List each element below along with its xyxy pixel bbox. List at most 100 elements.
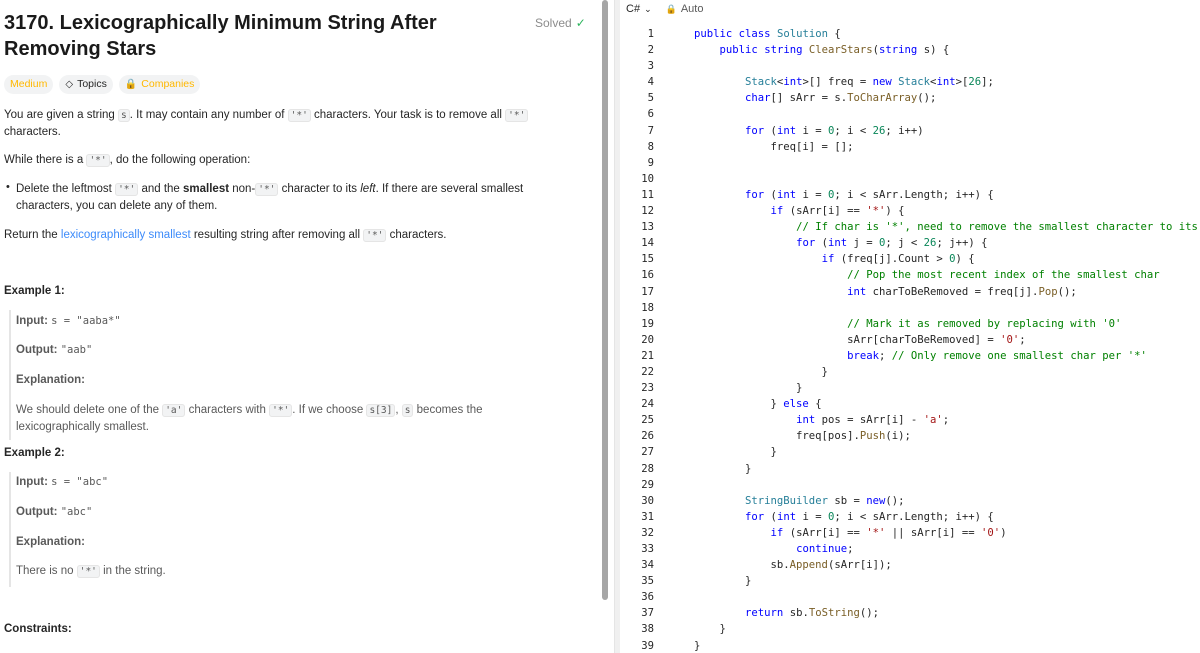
code-line[interactable]: 32 if (sArr[i] == '*' || sArr[i] == '0') (620, 525, 1200, 541)
code-text[interactable]: } (694, 382, 803, 395)
code-line[interactable]: 29 (620, 477, 1200, 493)
code-line[interactable]: 14 for (int j = 0; j < 26; j++) { (620, 235, 1200, 251)
example-1-bar (9, 310, 11, 440)
autocomplete-mode[interactable]: 🔒 Auto (666, 3, 704, 15)
code-line[interactable]: 21 break; // Only remove one smallest ch… (620, 348, 1200, 364)
code-line[interactable]: 30 StringBuilder sb = new(); (620, 493, 1200, 509)
code-text[interactable]: Stack<int>[] freq = new Stack<int>[26]; (745, 76, 994, 89)
code-text[interactable]: sb.Append(sArr[i]); (694, 559, 892, 572)
code-line[interactable]: 6 (620, 106, 1200, 122)
code-line[interactable]: 38 } (620, 621, 1200, 637)
code-line[interactable]: 35 } (620, 573, 1200, 589)
code-text[interactable]: continue; (796, 543, 854, 555)
code-line[interactable]: 13 // If char is '*', need to remove the… (620, 219, 1200, 235)
code-line[interactable]: 18 (620, 300, 1200, 316)
example-1-explanation: We should delete one of the 'a' characte… (16, 404, 483, 433)
code-text[interactable]: } (694, 575, 752, 588)
language-select[interactable]: C# ⌄ (626, 3, 652, 15)
code-line[interactable]: 36 (620, 589, 1200, 605)
code-line[interactable]: 31 for (int i = 0; i < sArr.Length; i++)… (620, 509, 1200, 525)
code-text[interactable]: StringBuilder sb = new(); (745, 494, 905, 507)
line-number: 32 (641, 526, 654, 539)
code-line[interactable]: 27 } (620, 444, 1200, 460)
code-text[interactable]: int pos = sArr[i] - 'a'; (796, 414, 950, 427)
code-text[interactable]: if (sArr[i] == '*') { (770, 205, 905, 218)
code-line[interactable]: 23 } (620, 380, 1200, 396)
code-text[interactable]: for (int i = 0; i < 26; i++) (745, 124, 924, 137)
code-text[interactable]: if (freq[j].Count > 0) { (821, 253, 975, 266)
line-number: 24 (641, 398, 654, 411)
line-number: 7 (647, 124, 654, 137)
code-line[interactable]: 12 if (sArr[i] == '*') { (620, 203, 1200, 219)
code-text[interactable] (654, 171, 694, 187)
check-circle-icon: ✓ (575, 16, 586, 30)
editor-toolbar: C# ⌄ 🔒 Auto (620, 0, 1200, 18)
code-text[interactable]: for (int j = 0; j < 26; j++) { (796, 237, 988, 250)
code-line[interactable]: 7 for (int i = 0; i < 26; i++) (620, 123, 1200, 139)
code-line[interactable]: 37 return sb.ToString(); (620, 605, 1200, 621)
code-text[interactable]: if (sArr[i] == '*' || sArr[i] == '0') (770, 526, 1007, 539)
code-text[interactable] (654, 300, 694, 316)
line-number: 14 (641, 237, 654, 250)
lexicographically-smallest-link[interactable]: lexicographically smallest (60, 229, 191, 241)
code-text[interactable]: } (694, 365, 828, 378)
code-line[interactable]: 39} (620, 638, 1200, 653)
example-1-explanation-label: Explanation: (16, 374, 86, 386)
code-text[interactable]: freq[pos].Push(i); (694, 430, 911, 443)
example-2-explanation: There is no '*' in the string. (16, 565, 166, 578)
code-text[interactable]: // Mark it as removed by replacing with … (847, 317, 1122, 330)
line-number: 12 (641, 205, 654, 218)
code-text[interactable]: public class Solution { (694, 28, 841, 40)
topics-button[interactable]: ◇ Topics (59, 75, 113, 94)
code-text[interactable]: public string ClearStars(string s) { (719, 44, 950, 57)
code-text[interactable] (654, 58, 694, 74)
code-text[interactable]: sArr[charToBeRemoved] = '0'; (694, 333, 1026, 346)
code-text[interactable] (654, 155, 694, 171)
line-number: 27 (641, 446, 654, 459)
problem-scrollbar[interactable] (602, 0, 608, 600)
code-text[interactable] (654, 106, 694, 122)
code-text[interactable]: char[] sArr = s.ToCharArray(); (745, 92, 937, 105)
code-text[interactable]: break; // Only remove one smallest char … (847, 349, 1147, 362)
code-line[interactable]: 4 Stack<int>[] freq = new Stack<int>[26]… (620, 74, 1200, 90)
code-text[interactable] (654, 589, 694, 605)
example-2-title: Example 2: (4, 447, 65, 459)
code-text[interactable]: // If char is '*', need to remove the sm… (796, 221, 1200, 234)
code-text[interactable]: for (int i = 0; i < sArr.Length; i++) { (745, 188, 994, 201)
code-line[interactable]: 11 for (int i = 0; i < sArr.Length; i++)… (620, 187, 1200, 203)
code-line[interactable]: 3 (620, 58, 1200, 74)
code-line[interactable]: 34 sb.Append(sArr[i]); (620, 557, 1200, 573)
code-line[interactable]: 2 public string ClearStars(string s) { (620, 42, 1200, 58)
code-text[interactable]: int charToBeRemoved = freq[j].Pop(); (847, 285, 1077, 298)
code-line[interactable]: 16 // Pop the most recent index of the s… (620, 267, 1200, 283)
code-text[interactable]: freq[i] = []; (694, 140, 854, 153)
code-text[interactable] (654, 477, 694, 493)
code-text[interactable]: return sb.ToString(); (745, 607, 879, 620)
code-line[interactable]: 20 sArr[charToBeRemoved] = '0'; (620, 332, 1200, 348)
code-line[interactable]: 10 (620, 171, 1200, 187)
code-text[interactable]: } (694, 462, 752, 475)
code-line[interactable]: 17 int charToBeRemoved = freq[j].Pop(); (620, 284, 1200, 300)
code-text[interactable]: for (int i = 0; i < sArr.Length; i++) { (745, 510, 994, 523)
code-text[interactable]: } (694, 623, 726, 636)
code-line[interactable]: 28 } (620, 461, 1200, 477)
code-text[interactable]: // Pop the most recent index of the smal… (847, 269, 1160, 282)
code-text[interactable]: } else { (694, 398, 822, 411)
code-text[interactable]: } (694, 446, 777, 459)
code-line[interactable]: 5 char[] sArr = s.ToCharArray(); (620, 90, 1200, 106)
panel-divider[interactable] (614, 0, 620, 653)
code-line[interactable]: 25 int pos = sArr[i] - 'a'; (620, 412, 1200, 428)
code-line[interactable]: 24 } else { (620, 396, 1200, 412)
code-line[interactable]: 26 freq[pos].Push(i); (620, 428, 1200, 444)
code-line[interactable]: 9 (620, 155, 1200, 171)
code-text[interactable]: } (694, 639, 701, 652)
code-line[interactable]: 8 freq[i] = []; (620, 139, 1200, 155)
companies-button[interactable]: 🔒 Companies (118, 75, 201, 94)
code-line[interactable]: 19 // Mark it as removed by replacing wi… (620, 316, 1200, 332)
code-line[interactable]: 22 } (620, 364, 1200, 380)
code-line[interactable]: 15 if (freq[j].Count > 0) { (620, 251, 1200, 267)
code-line[interactable]: 33 continue; (620, 541, 1200, 557)
